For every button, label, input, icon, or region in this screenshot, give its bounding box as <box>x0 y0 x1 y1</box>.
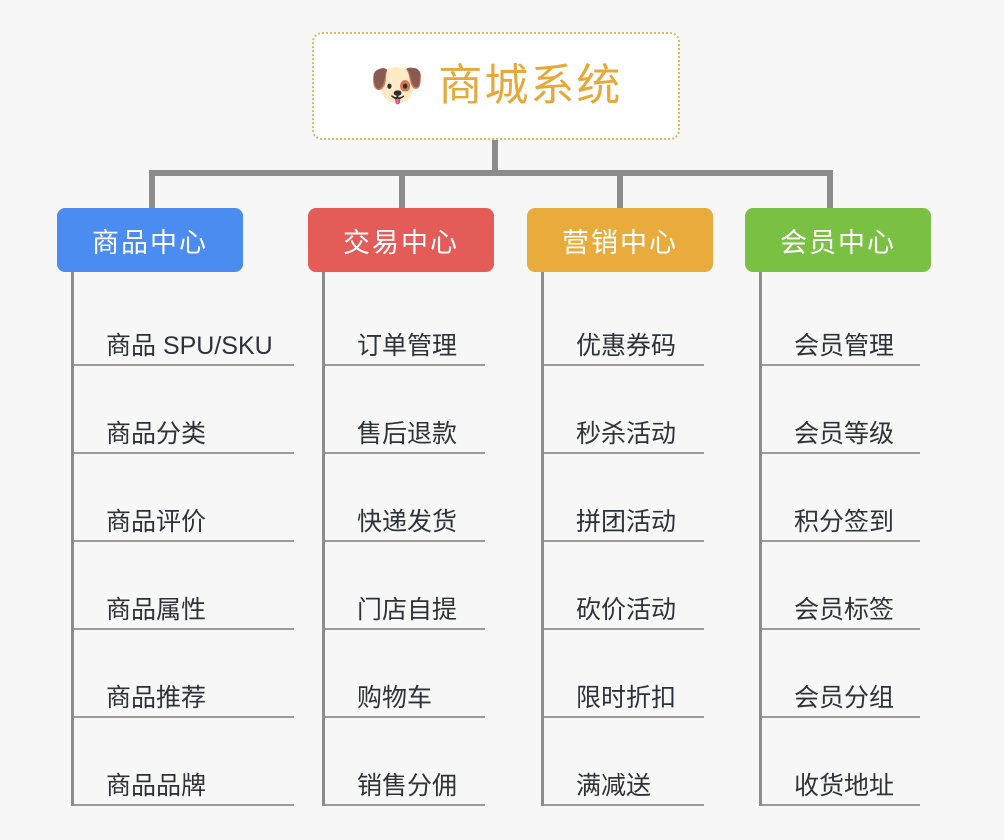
list-item[interactable]: 秒杀活动 <box>544 366 704 454</box>
list-item[interactable]: 快递发货 <box>325 454 485 542</box>
list-item[interactable]: 销售分佣 <box>325 718 485 806</box>
list-item[interactable]: 会员分组 <box>762 630 920 718</box>
category-column-marketing: 营销中心 优惠券码 秒杀活动 拼团活动 砍价活动 限时折扣 满减送 <box>527 208 747 806</box>
leaf-label: 满减送 <box>576 771 652 800</box>
category-label: 交易中心 <box>343 227 459 258</box>
leaf-label: 限时折扣 <box>576 683 677 712</box>
leaf-label: 商品分类 <box>106 419 207 448</box>
category-header-product[interactable]: 商品中心 <box>57 208 243 272</box>
category-header-marketing[interactable]: 营销中心 <box>527 208 713 272</box>
leaf-label: 砍价活动 <box>576 595 677 624</box>
category-column-product: 商品中心 商品 SPU/SKU 商品分类 商品评价 商品属性 商品推荐 商品品牌 <box>57 208 294 806</box>
list-item[interactable]: 商品品牌 <box>74 718 294 806</box>
leaf-label: 会员分组 <box>794 683 895 712</box>
leaf-label: 商品 SPU/SKU <box>106 331 273 360</box>
list-item[interactable]: 拼团活动 <box>544 454 704 542</box>
list-item[interactable]: 优惠券码 <box>544 278 704 366</box>
connector-drop-1 <box>149 170 155 210</box>
dog-face-icon: 🐶 <box>369 61 425 110</box>
leaf-label: 商品品牌 <box>106 771 207 800</box>
list-item[interactable]: 门店自提 <box>325 542 485 630</box>
list-item[interactable]: 订单管理 <box>325 278 485 366</box>
list-item[interactable]: 商品 SPU/SKU <box>74 278 294 366</box>
leaf-label: 优惠券码 <box>576 331 677 360</box>
leaf-label: 会员标签 <box>794 595 895 624</box>
category-label: 营销中心 <box>562 227 678 258</box>
leaf-label: 快递发货 <box>357 507 458 536</box>
leaf-label: 商品评价 <box>106 507 207 536</box>
list-item[interactable]: 商品分类 <box>74 366 294 454</box>
leaf-label: 销售分佣 <box>357 771 458 800</box>
leaf-label: 会员管理 <box>794 331 895 360</box>
leaf-label: 积分签到 <box>794 507 895 536</box>
category-label: 商品中心 <box>92 227 208 258</box>
connector-drop-3 <box>617 170 623 210</box>
root-node[interactable]: 🐶 商城系统 <box>312 32 680 140</box>
list-item[interactable]: 积分签到 <box>762 454 920 542</box>
leaf-list-member: 会员管理 会员等级 积分签到 会员标签 会员分组 收货地址 <box>759 272 965 806</box>
list-item[interactable]: 收货地址 <box>762 718 920 806</box>
leaf-label: 会员等级 <box>794 419 895 448</box>
leaf-label: 收货地址 <box>794 771 895 800</box>
category-header-trade[interactable]: 交易中心 <box>308 208 494 272</box>
leaf-list-marketing: 优惠券码 秒杀活动 拼团活动 砍价活动 限时折扣 满减送 <box>541 272 747 806</box>
connector-horizontal-bus <box>149 170 833 176</box>
list-item[interactable]: 商品推荐 <box>74 630 294 718</box>
leaf-label: 商品属性 <box>106 595 207 624</box>
list-item[interactable]: 砍价活动 <box>544 542 704 630</box>
leaf-label: 订单管理 <box>357 331 458 360</box>
leaf-label: 售后退款 <box>357 419 458 448</box>
connector-drop-4 <box>827 170 833 210</box>
category-column-member: 会员中心 会员管理 会员等级 积分签到 会员标签 会员分组 收货地址 <box>745 208 965 806</box>
list-item[interactable]: 会员标签 <box>762 542 920 630</box>
leaf-label: 商品推荐 <box>106 683 207 712</box>
leaf-list-product: 商品 SPU/SKU 商品分类 商品评价 商品属性 商品推荐 商品品牌 <box>71 272 294 806</box>
leaf-label: 门店自提 <box>357 595 458 624</box>
list-item[interactable]: 会员管理 <box>762 278 920 366</box>
list-item[interactable]: 售后退款 <box>325 366 485 454</box>
category-header-member[interactable]: 会员中心 <box>745 208 931 272</box>
category-label: 会员中心 <box>780 227 896 258</box>
list-item[interactable]: 商品评价 <box>74 454 294 542</box>
connector-drop-2 <box>399 170 405 210</box>
list-item[interactable]: 商品属性 <box>74 542 294 630</box>
leaf-label: 秒杀活动 <box>576 419 677 448</box>
list-item[interactable]: 限时折扣 <box>544 630 704 718</box>
leaf-label: 拼团活动 <box>576 507 677 536</box>
list-item[interactable]: 满减送 <box>544 718 704 806</box>
leaf-label: 购物车 <box>357 683 433 712</box>
list-item[interactable]: 购物车 <box>325 630 485 718</box>
list-item[interactable]: 会员等级 <box>762 366 920 454</box>
connector-root-stem <box>492 140 498 173</box>
leaf-list-trade: 订单管理 售后退款 快递发货 门店自提 购物车 销售分佣 <box>322 272 528 806</box>
category-column-trade: 交易中心 订单管理 售后退款 快递发货 门店自提 购物车 销售分佣 <box>308 208 528 806</box>
root-title: 商城系统 <box>438 61 623 110</box>
